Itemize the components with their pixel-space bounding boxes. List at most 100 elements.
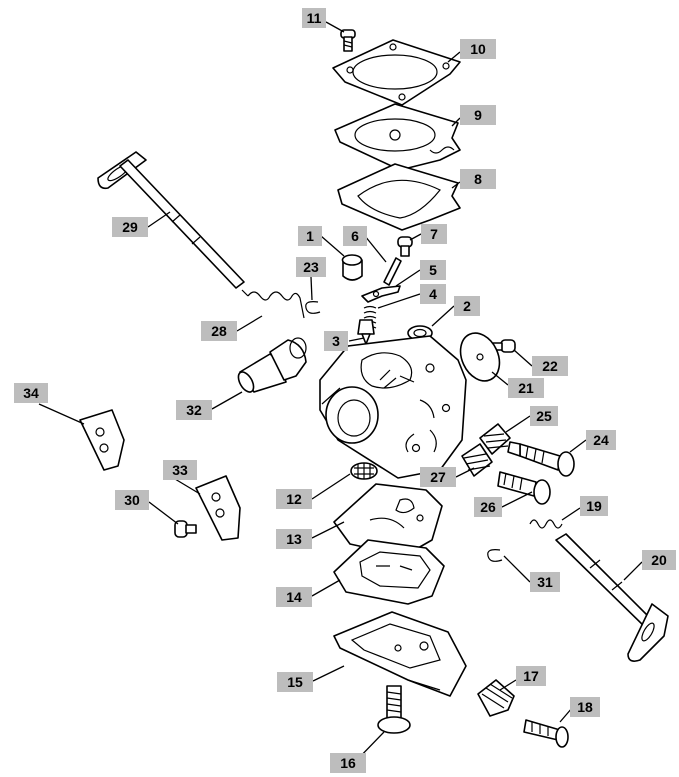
svg-text:27: 27 xyxy=(430,469,446,485)
svg-text:28: 28 xyxy=(211,323,227,339)
part-28-choke-spring xyxy=(241,289,305,319)
part-tag-7: 7 xyxy=(421,224,447,244)
svg-text:5: 5 xyxy=(429,262,437,278)
part-tag-30: 30 xyxy=(115,490,149,510)
svg-text:9: 9 xyxy=(474,107,482,123)
part-tag-14: 14 xyxy=(276,587,312,607)
svg-text:4: 4 xyxy=(429,286,437,302)
svg-text:10: 10 xyxy=(470,41,486,57)
part-19-spring xyxy=(529,519,563,529)
svg-text:12: 12 xyxy=(286,491,302,507)
svg-text:31: 31 xyxy=(537,574,553,590)
svg-text:19: 19 xyxy=(586,498,602,514)
part-tag-17: 17 xyxy=(516,666,546,686)
svg-text:34: 34 xyxy=(23,385,39,401)
svg-text:29: 29 xyxy=(122,219,138,235)
part-21-throttle-disc xyxy=(459,332,501,382)
part-tag-27: 27 xyxy=(420,467,456,487)
part-20-throttle-shaft xyxy=(555,533,669,662)
part-tag-20: 20 xyxy=(642,550,676,570)
part-tag-13: 13 xyxy=(276,529,312,549)
svg-text:32: 32 xyxy=(186,402,202,418)
part-18-screw xyxy=(523,719,569,748)
part-tag-9: 9 xyxy=(460,105,496,125)
part-30-screw xyxy=(174,520,197,538)
svg-text:13: 13 xyxy=(286,531,302,547)
part-tag-10: 10 xyxy=(460,39,496,59)
label-tags: 11 10 9 8 7 1 6 5 4 3 2 22 21 29 23 28 3… xyxy=(14,8,676,773)
part-tag-15: 15 xyxy=(277,672,313,692)
part-31-clip xyxy=(487,549,503,562)
part-15-metering-cover xyxy=(333,611,467,697)
svg-text:16: 16 xyxy=(340,755,356,771)
part-23-clip xyxy=(305,301,321,314)
svg-text:33: 33 xyxy=(172,462,188,478)
svg-text:21: 21 xyxy=(518,380,534,396)
part-tag-16: 16 xyxy=(330,753,366,773)
svg-text:30: 30 xyxy=(124,492,140,508)
part-tag-5: 5 xyxy=(420,260,446,280)
part-tag-34: 34 xyxy=(14,383,48,403)
part-29-choke-shaft xyxy=(97,151,245,289)
part-17-spring xyxy=(477,679,515,717)
part-24-adjusting-screw xyxy=(507,441,575,477)
svg-text:26: 26 xyxy=(480,499,496,515)
part-3-inlet-needle xyxy=(357,319,375,345)
svg-text:2: 2 xyxy=(463,298,471,314)
part-26-adjusting-screw xyxy=(497,471,551,505)
svg-text:24: 24 xyxy=(593,432,609,448)
svg-text:3: 3 xyxy=(332,333,340,349)
part-13-gasket xyxy=(333,483,443,557)
part-tag-31: 31 xyxy=(530,572,560,592)
part-32-elbow-fitting xyxy=(237,337,307,393)
part-9-pump-diaphragm xyxy=(334,103,461,171)
part-tag-26: 26 xyxy=(474,497,502,517)
part-tag-22: 22 xyxy=(532,356,568,376)
part-tag-33: 33 xyxy=(163,460,197,480)
svg-text:1: 1 xyxy=(306,228,314,244)
part-6-pin xyxy=(383,257,402,286)
part-7-screw xyxy=(397,236,413,257)
svg-text:6: 6 xyxy=(351,228,359,244)
svg-text:11: 11 xyxy=(307,10,322,26)
part-33-choke-plate xyxy=(195,475,241,541)
part-tag-21: 21 xyxy=(508,378,544,398)
svg-text:23: 23 xyxy=(303,259,319,275)
part-8-gasket xyxy=(337,163,461,231)
part-1-cap xyxy=(341,254,363,281)
part-tag-24: 24 xyxy=(586,430,616,450)
part-tag-4: 4 xyxy=(420,284,446,304)
part-tag-18: 18 xyxy=(570,697,600,717)
part-34-throttle-plate xyxy=(79,409,125,471)
part-tag-29: 29 xyxy=(112,217,148,237)
carburetor-body xyxy=(319,335,467,479)
part-tag-2: 2 xyxy=(454,296,480,316)
part-tag-23: 23 xyxy=(296,257,326,277)
svg-text:22: 22 xyxy=(542,358,558,374)
svg-text:7: 7 xyxy=(430,226,438,242)
part-14-metering-diaphragm xyxy=(333,539,445,605)
part-tag-8: 8 xyxy=(460,169,496,189)
part-11-screw xyxy=(340,29,356,52)
part-16-screw xyxy=(377,685,411,734)
svg-text:25: 25 xyxy=(536,408,552,424)
svg-text:17: 17 xyxy=(523,668,539,684)
part-tag-32: 32 xyxy=(176,400,212,420)
part-5-lever xyxy=(361,285,401,303)
svg-text:8: 8 xyxy=(474,171,482,187)
svg-text:14: 14 xyxy=(286,589,302,605)
part-tag-11: 11 xyxy=(302,8,326,28)
part-10-pump-cover xyxy=(332,39,461,106)
part-22-screw xyxy=(492,339,516,353)
part-4-spring xyxy=(363,305,377,329)
part-tag-28: 28 xyxy=(201,321,237,341)
part-tag-3: 3 xyxy=(324,331,348,351)
part-tag-6: 6 xyxy=(343,226,367,246)
part-tag-12: 12 xyxy=(276,489,312,509)
svg-text:18: 18 xyxy=(577,699,593,715)
part-25-spring xyxy=(479,423,511,455)
svg-text:15: 15 xyxy=(287,674,303,690)
part-tag-25: 25 xyxy=(530,406,558,426)
